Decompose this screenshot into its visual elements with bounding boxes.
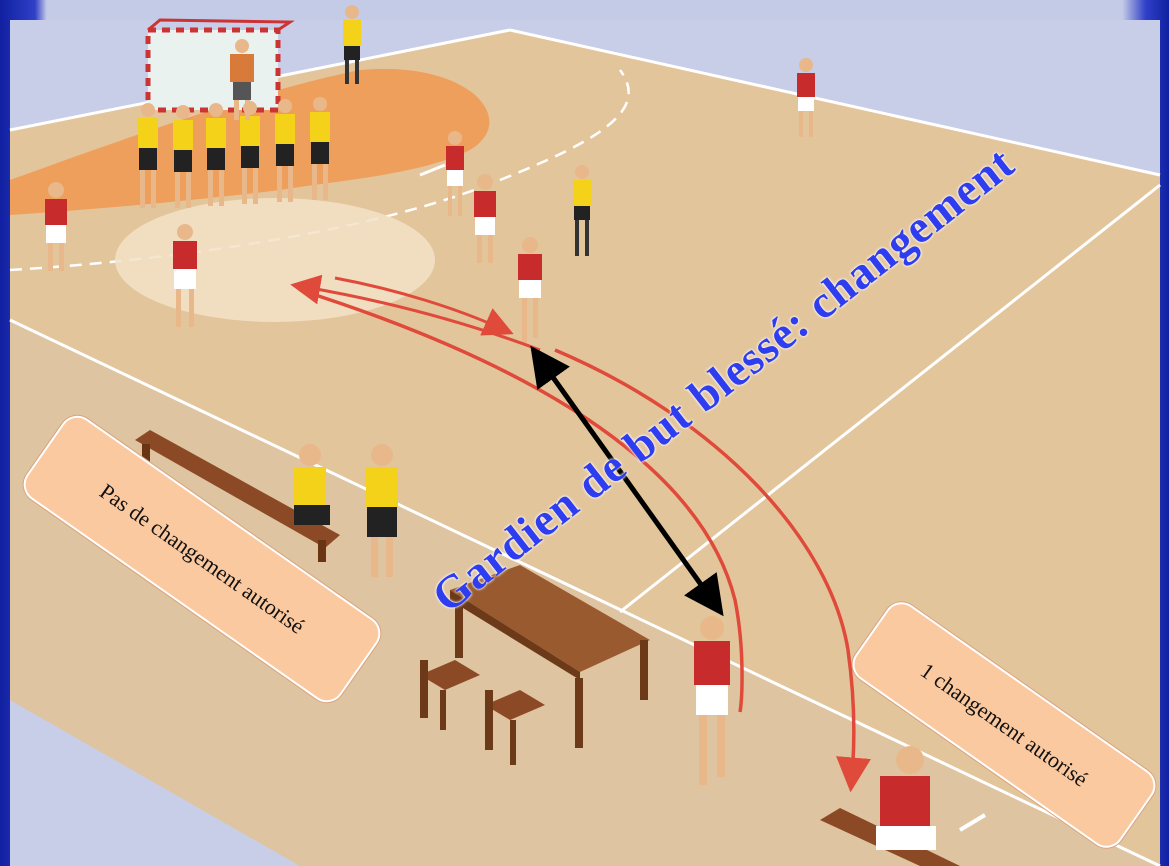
bench-left bbox=[135, 430, 340, 562]
official-standing bbox=[366, 444, 398, 577]
player-red-3 bbox=[446, 131, 464, 216]
player-red-bench bbox=[876, 746, 936, 850]
defensive-wall bbox=[138, 97, 330, 208]
player-red-substitute bbox=[694, 616, 730, 785]
handball-goal bbox=[145, 18, 295, 113]
chair-2 bbox=[485, 690, 545, 765]
goal-line-mark bbox=[419, 163, 446, 177]
arrow-red-short bbox=[334, 276, 514, 336]
referee-top bbox=[343, 5, 361, 84]
arrow-red-return bbox=[290, 274, 541, 352]
player-red-2 bbox=[173, 224, 197, 327]
goalkeeper bbox=[230, 39, 254, 120]
center-circle bbox=[115, 198, 435, 322]
timekeeper-table bbox=[450, 565, 650, 748]
official-seated bbox=[294, 444, 330, 525]
end-line bbox=[509, 28, 1161, 177]
player-red-5 bbox=[518, 237, 542, 344]
player-red-4 bbox=[474, 174, 496, 263]
sub-mark bbox=[958, 813, 987, 832]
player-red-1 bbox=[45, 182, 67, 271]
referee-center bbox=[573, 165, 591, 256]
arrow-black-swap bbox=[530, 345, 724, 617]
player-red-6 bbox=[797, 58, 815, 137]
chair-1 bbox=[420, 660, 480, 730]
